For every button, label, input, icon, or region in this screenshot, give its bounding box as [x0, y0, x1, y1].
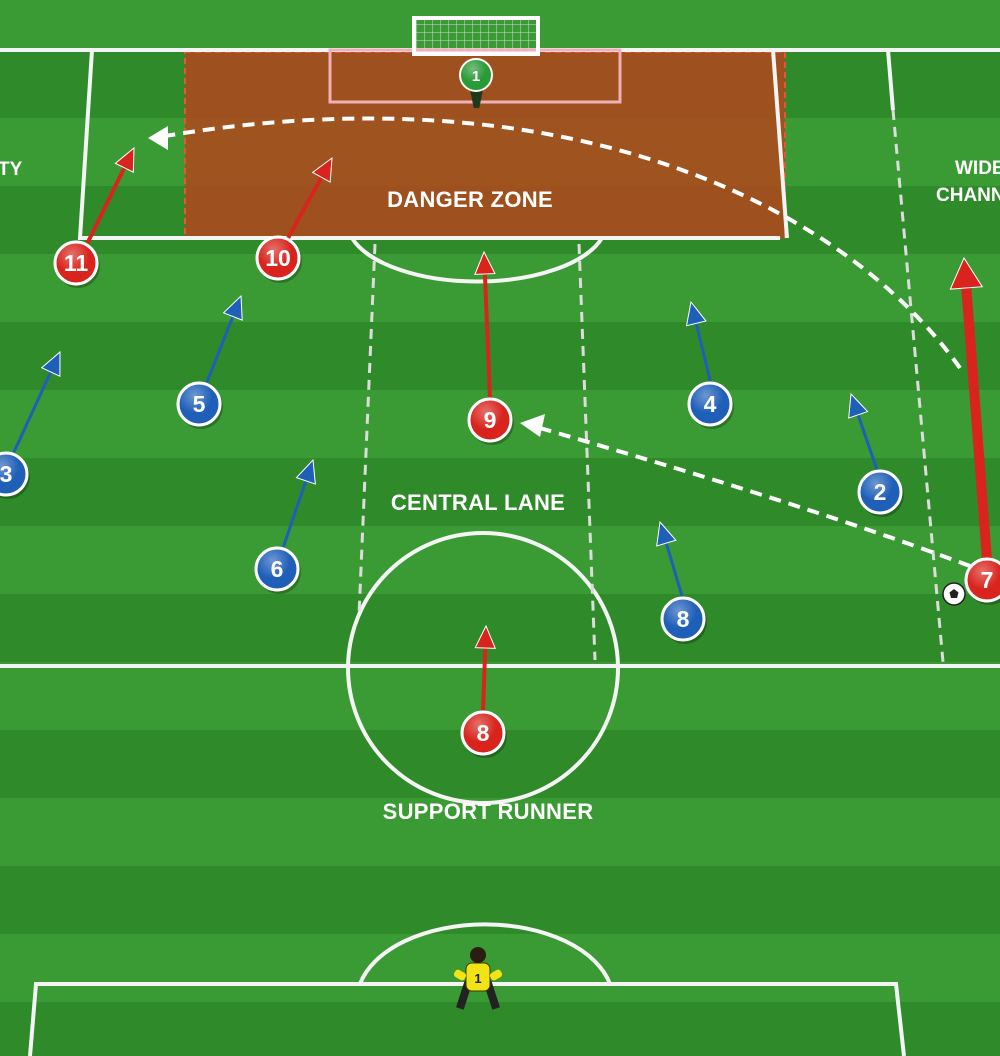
attacker-11: 11	[53, 240, 100, 288]
left-edge-label: TY	[0, 159, 23, 180]
danger-zone-label: DANGER ZONE	[387, 187, 553, 212]
goal-net-icon	[412, 16, 540, 56]
defender-4: 4	[687, 381, 734, 429]
grass-stripe	[0, 1002, 1000, 1056]
grass-stripe	[0, 934, 1000, 1002]
through-pass-arrowhead	[520, 414, 545, 437]
penalty-box-top	[77, 49, 780, 240]
defender-5-number: 5	[193, 391, 206, 417]
run-arrow-9	[474, 250, 496, 400]
long-switch-pass	[164, 116, 962, 370]
pitch-lines	[0, 48, 1000, 1056]
central-lane-right-line	[577, 243, 597, 661]
grass-stripe	[0, 526, 1000, 594]
penalty-box-right	[771, 49, 789, 239]
soccer-ball-icon	[942, 582, 966, 606]
defender-4-number: 4	[704, 391, 717, 417]
defender-3: 3	[0, 451, 30, 499]
run-arrow-4	[685, 300, 713, 386]
attacker-9: 9	[467, 397, 514, 445]
long-switch-arrowhead	[148, 126, 168, 150]
grass-stripe	[0, 798, 1000, 866]
run-arrow-5	[205, 294, 243, 384]
attacker-10-number: 10	[265, 245, 291, 271]
defender-3-number: 3	[0, 461, 12, 487]
right-touch-marker	[886, 49, 895, 111]
through-pass	[539, 426, 971, 568]
defender-5: 5	[176, 381, 223, 429]
attacker-7: 7	[964, 557, 1000, 605]
defender-6-number: 6	[271, 556, 284, 582]
defender-6: 6	[254, 546, 301, 594]
pass-arrowheads	[148, 126, 545, 437]
defender-2: 2	[857, 469, 904, 517]
centre-circle	[346, 531, 620, 805]
attacker-8: 8	[460, 710, 507, 758]
support-runner-label: SUPPORT RUNNER	[383, 799, 594, 824]
run-arrow-7	[949, 256, 992, 565]
attacker-7-number: 7	[981, 567, 994, 593]
attacker-9-number: 9	[484, 407, 497, 433]
attacker-8-number: 8	[477, 720, 490, 746]
grass-stripe	[0, 458, 1000, 526]
players: 11 10 9 7 8 5 3 6 4 2 8	[0, 235, 1000, 758]
own-goalkeeper-number: 1	[474, 971, 481, 986]
defender-2-number: 2	[874, 479, 887, 505]
wide-channel-line	[891, 109, 945, 663]
wide-channel-label-line1: WIDE	[955, 158, 1000, 179]
channel-lines	[357, 109, 945, 663]
run-arrows	[12, 146, 992, 714]
opponent-goalkeeper-number: 1	[472, 68, 480, 85]
bottom-arc	[358, 922, 612, 985]
opponent-goalkeeper: 1	[459, 58, 493, 109]
run-arrow-10	[285, 156, 333, 242]
central-lane-left-line	[357, 243, 377, 616]
grass-stripe	[0, 254, 1000, 322]
run-arrow-8-defend	[656, 520, 684, 598]
own-goalkeeper: 1	[453, 947, 503, 1010]
penalty-arc	[350, 236, 604, 284]
defender-8-number: 8	[677, 606, 690, 632]
run-arrow-8-attack	[474, 624, 496, 714]
run-arrow-6	[281, 458, 316, 550]
central-lane-label: CENTRAL LANE	[391, 490, 565, 515]
grass-stripe	[0, 322, 1000, 390]
pass-lines	[164, 116, 971, 568]
grass-stripe	[0, 866, 1000, 934]
attacker-10: 10	[255, 235, 302, 283]
run-arrow-3	[12, 350, 61, 454]
attacker-11-number: 11	[64, 250, 89, 276]
wide-channel-label-line2: CHANNEL	[936, 185, 1000, 206]
run-arrow-11	[86, 146, 135, 244]
defender-8: 8	[660, 596, 707, 644]
run-arrow-2	[848, 392, 879, 472]
grass-stripe	[0, 594, 1000, 662]
